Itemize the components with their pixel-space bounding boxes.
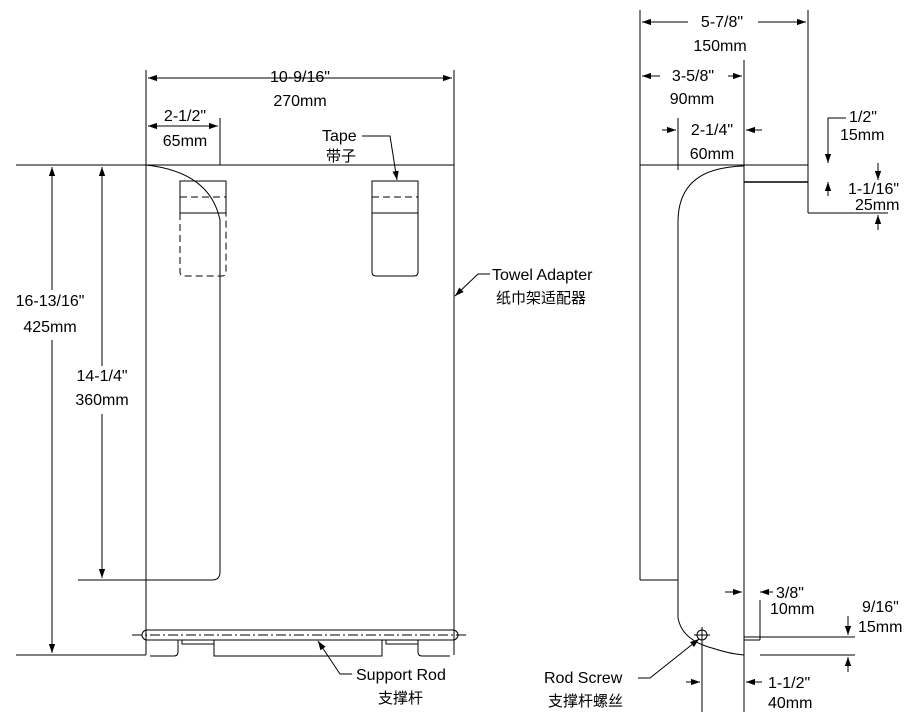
dim-side-inner-metric: 60mm: [690, 146, 734, 163]
dim-front-width: 10-9/16" 270mm: [145, 69, 455, 165]
dim-rod-height-imperial: 9/16": [862, 599, 899, 616]
dim-screw-offset-imperial: 3/8": [776, 585, 804, 602]
dim-screw-offset: 3/8" 10mm: [725, 585, 814, 640]
dim-rod-height: 9/16" 15mm: [760, 599, 902, 672]
dim-screw-offset-metric: 10mm: [770, 601, 814, 618]
dim-lip-depth-metric: 25mm: [855, 197, 899, 214]
dim-side-mid-imperial: 3-5/8": [672, 68, 714, 85]
dim-side-total-metric: 150mm: [693, 38, 746, 55]
dim-side-inner: 2-1/4" 60mm: [662, 118, 762, 170]
towel-adapter-label-en: Towel Adapter: [492, 267, 593, 284]
dim-tape-offset-imperial: 2-1/2": [164, 108, 206, 125]
support-rod: [132, 629, 468, 657]
side-view: 5-7/8" 150mm 3-5/8" 90mm 2-1/4" 60mm 1/2…: [544, 10, 902, 712]
dim-total-height: 16-13/16" 425mm: [4, 167, 100, 653]
dim-side-total: 5-7/8" 150mm: [642, 12, 806, 55]
dim-lip-height-imperial: 1/2": [849, 109, 877, 126]
support-rod-label: Support Rod 支撑杆: [317, 640, 446, 707]
support-rod-label-en: Support Rod: [356, 667, 446, 684]
side-outline: [639, 10, 808, 656]
dim-front-width-metric: 270mm: [273, 93, 326, 110]
rod-screw-label-cn: 支撑杆螺丝: [548, 692, 623, 710]
front-panel-outline: [16, 164, 455, 656]
towel-adapter-label-cn: 纸巾架适配器: [496, 289, 586, 307]
dim-tape-offset: 2-1/2" 65mm: [148, 108, 221, 165]
dim-side-mid-metric: 90mm: [670, 91, 714, 108]
dim-tape-offset-metric: 65mm: [163, 133, 207, 150]
dim-lip-height-metric: 15mm: [840, 127, 884, 144]
tape-right: [371, 180, 419, 277]
dim-total-height-metric: 425mm: [23, 319, 76, 336]
dim-screw-depth: 1-1/2" 40mm: [686, 655, 812, 712]
tape-label: Tape 带子: [322, 128, 399, 181]
tape-label-en: Tape: [322, 128, 357, 145]
towel-adapter-label: Towel Adapter 纸巾架适配器: [454, 267, 593, 307]
dim-lip-depth: 1-1/16" 25mm: [808, 163, 899, 230]
side-top-lip: [744, 10, 809, 213]
support-rod-label-cn: 支撑杆: [378, 689, 423, 707]
dim-inner-height-metric: 360mm: [75, 392, 128, 409]
dim-side-mid: 3-5/8" 90mm: [642, 66, 742, 108]
dim-lip-depth-imperial: 1-1/16": [848, 181, 899, 198]
front-adapter-curve: [78, 164, 221, 581]
front-view: 10-9/16" 270mm 2-1/2" 65mm Tape 带子 16-13…: [4, 69, 593, 707]
tape-left: [179, 180, 227, 277]
tape-label-cn: 带子: [326, 147, 356, 165]
rod-screw-label-en: Rod Screw: [544, 670, 623, 687]
dim-side-inner-imperial: 2-1/4": [691, 122, 733, 139]
dim-inner-height-imperial: 14-1/4": [76, 368, 127, 385]
dim-inner-height: 14-1/4" 360mm: [66, 167, 138, 578]
dim-total-height-imperial: 16-13/16": [16, 293, 85, 310]
side-rod-stub: [744, 636, 761, 641]
dim-rod-height-metric: 15mm: [858, 619, 902, 636]
rod-screw: [694, 627, 710, 712]
dim-screw-depth-metric: 40mm: [768, 695, 812, 712]
dim-lip-height: 1/2" 15mm: [824, 109, 884, 163]
dim-screw-depth-imperial: 1-1/2": [768, 675, 810, 692]
dim-front-width-imperial: 10-9/16": [270, 69, 330, 86]
rod-screw-label: Rod Screw 支撑杆螺丝: [544, 638, 700, 710]
dim-side-total-imperial: 5-7/8": [701, 14, 743, 31]
